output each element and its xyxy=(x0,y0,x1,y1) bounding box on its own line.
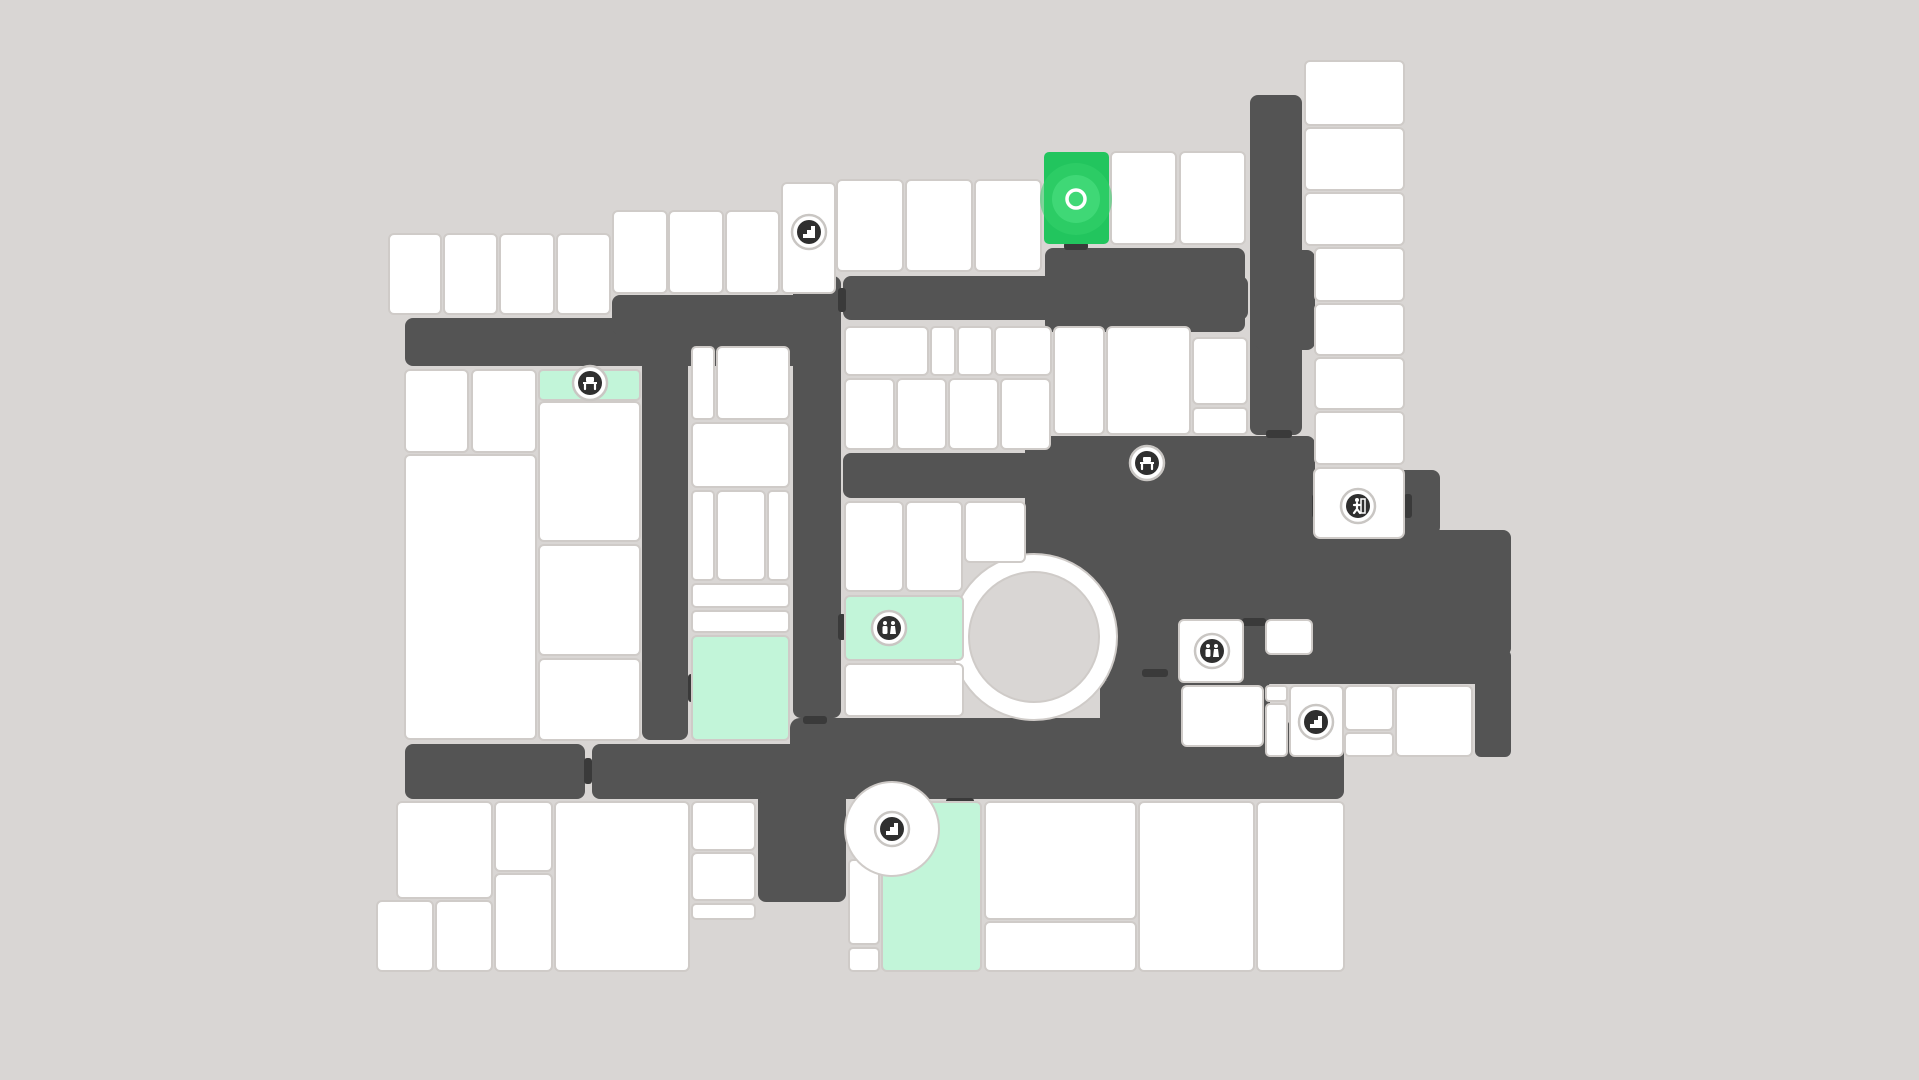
location-pin-icon xyxy=(1065,188,1087,210)
central-atrium xyxy=(950,553,1118,721)
elevator-icon[interactable] xyxy=(1339,487,1377,525)
corridors xyxy=(405,95,1511,902)
stairs-icon[interactable] xyxy=(1297,703,1335,741)
stairs-icon[interactable] xyxy=(873,810,911,848)
restroom-icon[interactable] xyxy=(870,609,908,647)
poi-layer[interactable] xyxy=(571,213,1377,848)
stairs-icon[interactable] xyxy=(790,213,828,251)
rooms[interactable] xyxy=(376,60,1473,972)
bench-icon[interactable] xyxy=(571,364,609,402)
current-location-marker[interactable] xyxy=(1040,152,1112,244)
bench-icon[interactable] xyxy=(1128,444,1166,482)
restroom-icon[interactable] xyxy=(1193,632,1231,670)
